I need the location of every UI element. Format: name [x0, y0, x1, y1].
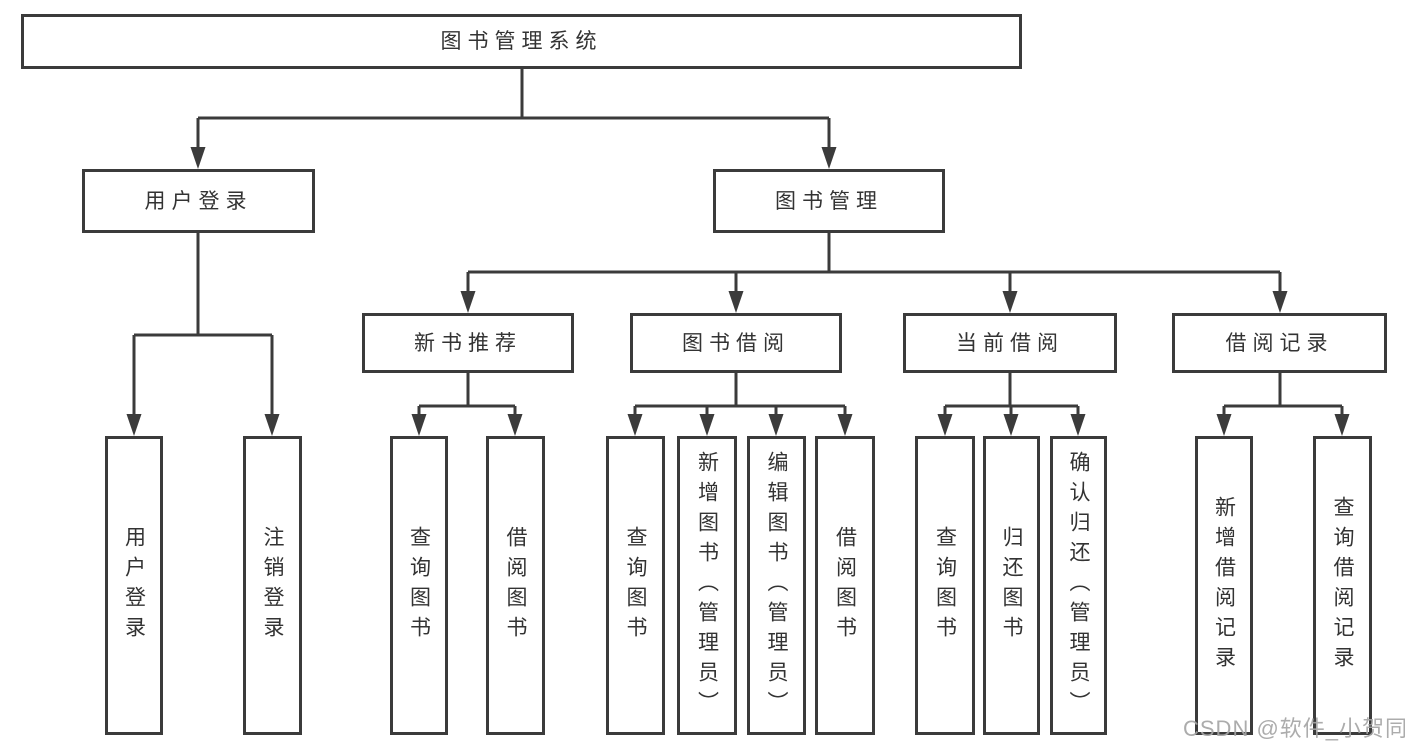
leaf-borrow-books: 借阅图书	[815, 436, 875, 735]
connector-line	[633, 373, 847, 417]
arrowhead	[937, 414, 953, 436]
arrowhead	[821, 147, 837, 169]
arrowhead	[627, 414, 643, 436]
leaf-query-borrow-record: 查询借阅记录	[1313, 436, 1372, 735]
connector-line	[196, 69, 831, 150]
connector-line	[943, 373, 1080, 417]
connector-borrow-to-leaves	[633, 373, 847, 417]
arrowhead	[1272, 291, 1288, 313]
connector-current-to-leaves	[943, 373, 1080, 417]
arrowhead	[1003, 414, 1019, 436]
arrowhead	[460, 291, 476, 313]
leaf-add-borrow-record: 新增借阅记录	[1195, 436, 1253, 735]
connector-bookmgmt-to-level3	[466, 233, 1282, 294]
connector-userlogin-to-leaves	[132, 233, 274, 417]
connector-records-to-leaves	[1222, 373, 1344, 417]
node-root: 图书管理系统	[21, 14, 1022, 69]
connector-line	[1222, 373, 1344, 417]
arrowhead	[1216, 414, 1232, 436]
leaf-confirm-return-admin: 确认归还（管理员）	[1050, 436, 1107, 735]
leaf-add-book-admin: 新增图书（管理员）	[677, 436, 737, 735]
leaf-query-books-current: 查询图书	[915, 436, 975, 735]
connector-line	[417, 373, 517, 417]
arrowhead	[264, 414, 280, 436]
leaf-borrow-books-recommend: 借阅图书	[486, 436, 545, 735]
arrowhead	[1002, 291, 1018, 313]
node-current-borrow: 当前借阅	[903, 313, 1117, 373]
leaf-user-login: 用户登录	[105, 436, 163, 735]
leaf-logout: 注销登录	[243, 436, 302, 735]
connector-line	[132, 233, 274, 417]
leaf-query-books-borrow: 查询图书	[606, 436, 665, 735]
leaf-query-books-recommend: 查询图书	[390, 436, 448, 735]
arrowhead	[837, 414, 853, 436]
node-user-login: 用户登录	[82, 169, 315, 233]
node-book-management: 图书管理	[713, 169, 945, 233]
node-borrow-records: 借阅记录	[1172, 313, 1387, 373]
leaf-return-book: 归还图书	[983, 436, 1040, 735]
arrowhead	[507, 414, 523, 436]
node-book-borrow: 图书借阅	[630, 313, 842, 373]
connector-line	[466, 233, 1282, 294]
arrowhead	[768, 414, 784, 436]
connector-newbook-to-leaves	[417, 373, 517, 417]
leaf-edit-book-admin: 编辑图书（管理员）	[747, 436, 806, 735]
arrowhead	[126, 414, 142, 436]
arrowhead	[190, 147, 206, 169]
arrowhead	[699, 414, 715, 436]
connector-root-to-level2	[196, 69, 831, 150]
arrowheads	[126, 147, 1350, 436]
node-new-book-recommend: 新书推荐	[362, 313, 574, 373]
arrowhead	[411, 414, 427, 436]
arrowhead	[728, 291, 744, 313]
arrowhead	[1070, 414, 1086, 436]
arrowhead	[1334, 414, 1350, 436]
watermark: CSDN @软件_小贺同学	[1183, 716, 1405, 741]
